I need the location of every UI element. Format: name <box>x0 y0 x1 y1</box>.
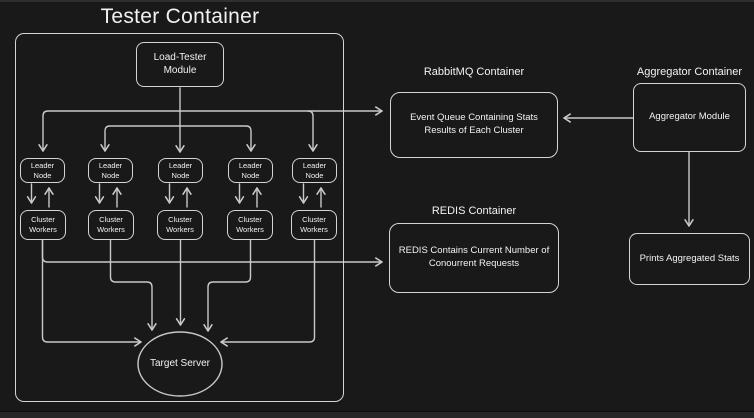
redis-box: REDIS Contains Current Number of Conourr… <box>389 223 559 293</box>
target-server-ellipse <box>137 331 223 397</box>
connector-module-to-leader1 <box>38 110 181 152</box>
leader-node-box-5: Leader Node <box>292 158 337 183</box>
cluster-workers-box-2: Cluster Workers <box>88 210 134 240</box>
leader-node-box-4: Leader Node <box>228 158 273 183</box>
connector-workers-to-redis <box>41 239 383 267</box>
load-tester-module-box: Load-Tester Module <box>136 42 224 87</box>
connector-module-to-leader2 <box>100 125 181 152</box>
window-edge-bottom <box>0 411 754 418</box>
rabbitmq-container-title: RabbitMQ Container <box>423 66 525 78</box>
window-edge-top <box>0 0 754 2</box>
cluster-workers-box-1: Cluster Workers <box>20 210 66 240</box>
connector-workers2-to-target <box>109 239 157 331</box>
redis-container-title: REDIS Container <box>431 205 517 217</box>
leader-node-box-1: Leader Node <box>20 158 65 183</box>
tester-container-title: Tester Container <box>100 5 260 28</box>
event-queue-text-line1: Event Queue Containing Stats <box>410 112 538 124</box>
connector-workers5-to-target <box>220 239 316 347</box>
event-queue-box: Event Queue Containing Stats Results of … <box>390 92 558 158</box>
target-server-label: Target Server <box>149 357 211 369</box>
cluster-workers-box-4: Cluster Workers <box>227 210 273 240</box>
leader-node-box-2: Leader Node <box>88 158 133 183</box>
event-queue-text-line2: Results of Each Cluster <box>424 125 524 136</box>
connector-workers1-to-target <box>41 239 142 347</box>
tester-container-outline <box>15 33 344 402</box>
leader-node-box-3: Leader Node <box>158 158 203 183</box>
prints-aggregated-stats-box: Prints Aggregated Stats <box>629 233 750 285</box>
cluster-workers-box-5: Cluster Workers <box>291 210 337 240</box>
aggregator-module-box: Aggregator Module <box>633 83 746 152</box>
connector-module-to-leader5 <box>307 110 318 152</box>
aggregator-container-title: Aggregator Container <box>636 66 743 78</box>
connector-workers4-to-target <box>203 239 252 332</box>
redis-text-line1: REDIS Contains Current Number of <box>398 245 550 257</box>
cluster-workers-box-3: Cluster Workers <box>157 210 203 240</box>
connector-module-to-leader4 <box>179 125 256 152</box>
redis-text-line2: Conourrent Requests <box>428 258 520 269</box>
